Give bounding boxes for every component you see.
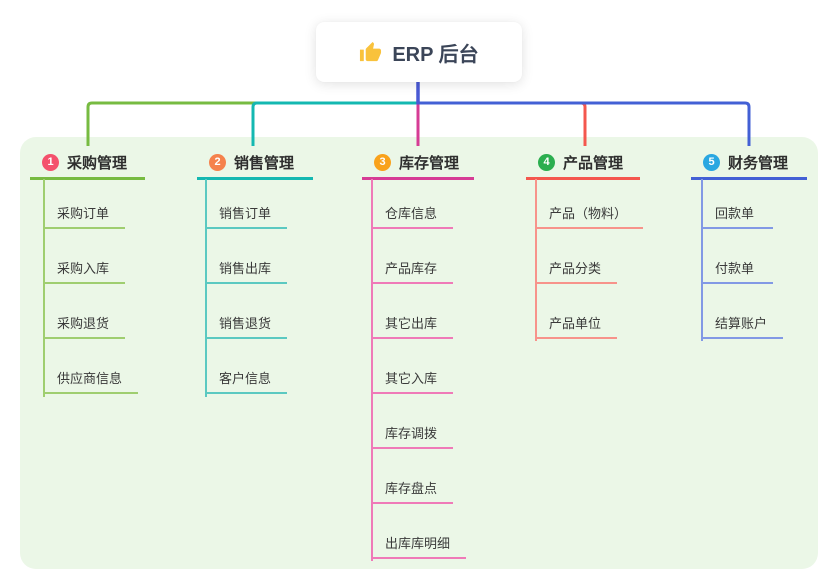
child-node-label: 采购订单 [57, 206, 110, 221]
child-node[interactable]: 产品分类 [535, 256, 618, 284]
child-node[interactable]: 产品库存 [371, 256, 454, 284]
child-node-label: 产品库存 [385, 261, 438, 276]
child-node[interactable]: 供应商信息 [43, 366, 139, 394]
child-node[interactable]: 客户信息 [205, 366, 288, 394]
child-node[interactable]: 产品单位 [535, 311, 618, 339]
branch-number-badge: 4 [538, 154, 555, 171]
branch-spine-product [535, 179, 537, 341]
child-node[interactable]: 销售订单 [205, 201, 288, 229]
branch-spine-inventory [371, 179, 373, 561]
child-node[interactable]: 结算账户 [701, 311, 784, 339]
branch-title-label: 采购管理 [67, 155, 128, 172]
child-node[interactable]: 其它出库 [371, 311, 454, 339]
child-node[interactable]: 采购订单 [43, 201, 126, 229]
child-node[interactable]: 仓库信息 [371, 201, 454, 229]
child-node[interactable]: 库存调拨 [371, 421, 454, 449]
branch-title-label: 销售管理 [234, 155, 295, 172]
branch-number-badge: 1 [42, 154, 59, 171]
child-node-label: 仓库信息 [385, 206, 438, 221]
child-node[interactable]: 采购退货 [43, 311, 126, 339]
child-node-label: 回款单 [715, 206, 755, 221]
child-node[interactable]: 付款单 [701, 256, 773, 284]
branch-spine-purchase [43, 179, 45, 397]
child-node-label: 采购入库 [57, 261, 110, 276]
child-node[interactable]: 回款单 [701, 201, 773, 229]
branch-title-inventory[interactable]: 3 库存管理 [362, 148, 474, 180]
child-node-label: 其它出库 [385, 316, 438, 331]
canvas-panel [20, 137, 818, 569]
child-node[interactable]: 采购入库 [43, 256, 126, 284]
branch-title-label: 库存管理 [399, 155, 460, 172]
child-node[interactable]: 销售退货 [205, 311, 288, 339]
child-node-label: 产品（物料） [549, 206, 628, 221]
child-node-label: 销售退货 [219, 316, 272, 331]
branch-spine-finance [701, 179, 703, 341]
child-node-label: 采购退货 [57, 316, 110, 331]
child-node[interactable]: 库存盘点 [371, 476, 454, 504]
branch-title-sales[interactable]: 2 销售管理 [197, 148, 313, 180]
branch-number-badge: 5 [703, 154, 720, 171]
child-node-label: 出库库明细 [385, 536, 451, 551]
child-node-label: 结算账户 [715, 316, 768, 331]
child-node[interactable]: 产品（物料） [535, 201, 644, 229]
child-node-label: 付款单 [715, 261, 755, 276]
child-node-label: 产品单位 [549, 316, 602, 331]
child-node-label: 库存调拨 [385, 426, 438, 441]
branch-number-badge: 3 [374, 154, 391, 171]
branch-title-purchase[interactable]: 1 采购管理 [30, 148, 145, 180]
child-node-label: 客户信息 [219, 371, 272, 386]
branch-spine-sales [205, 179, 207, 397]
child-node-label: 销售订单 [219, 206, 272, 221]
child-node-label: 销售出库 [219, 261, 272, 276]
branch-number-badge: 2 [209, 154, 226, 171]
child-node[interactable]: 出库库明细 [371, 531, 467, 559]
child-node-label: 库存盘点 [385, 481, 438, 496]
child-node-label: 供应商信息 [57, 371, 123, 386]
child-node[interactable]: 其它入库 [371, 366, 454, 394]
root-node-label: ERP 后台 [392, 43, 479, 66]
branch-title-product[interactable]: 4 产品管理 [526, 148, 640, 180]
child-node-label: 产品分类 [549, 261, 602, 276]
child-node-label: 其它入库 [385, 371, 438, 386]
branch-title-label: 产品管理 [563, 155, 624, 172]
root-node[interactable]: ERP 后台 [316, 22, 522, 82]
branch-title-finance[interactable]: 5 财务管理 [691, 148, 807, 180]
child-node[interactable]: 销售出库 [205, 256, 288, 284]
branch-title-label: 财务管理 [728, 155, 789, 172]
thumbs-up-icon [360, 41, 382, 61]
